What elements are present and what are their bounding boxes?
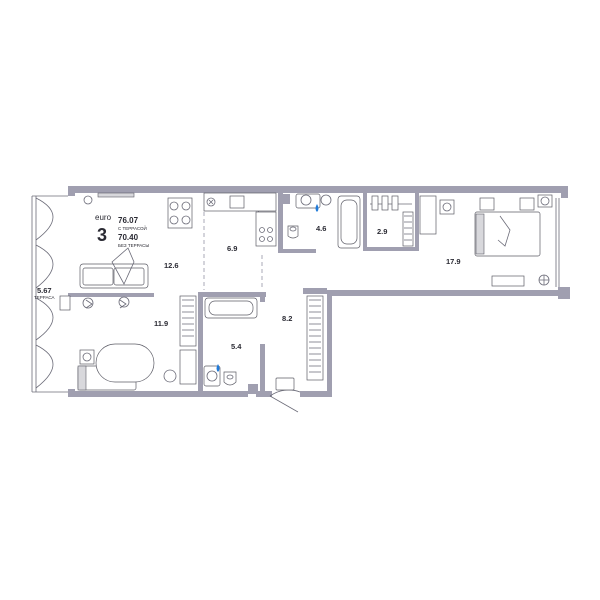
bathroom-bottom-furniture [203,297,258,387]
hallway-furniture [275,295,324,391]
bedroom-furniture [59,295,197,391]
water-drop-icon [315,204,319,212]
room-area-wardrobe: 2.9 [377,227,387,236]
walls [68,186,570,397]
area-with-terrace: 76.07 [118,216,139,225]
with-terrace-label: С ТЕРРАСОЙ [118,224,147,231]
room-area-living: 12.6 [164,261,179,270]
kitchen-furniture [203,192,277,247]
room-area-bathroom-top: 4.6 [316,224,326,233]
terrace-outline [31,195,68,393]
apartment-type-label: euro [95,213,112,222]
terrace-area: 5.67 [37,286,52,295]
room-area-master-bedroom: 17.9 [446,257,461,266]
entrance-door [269,389,301,413]
apartment-info: euro 3 76.07 С ТЕРРАСОЙ 70.40 БЕЗ ТЕРРАС… [95,213,149,248]
room-area-bedroom: 11.9 [154,319,168,328]
room-count: 3 [97,225,107,245]
terrace-label: ТЕРРАСА [34,295,55,300]
room-area-hallway: 8.2 [282,314,292,323]
without-terrace-label: БЕЗ ТЕРРАСЫ [118,243,149,248]
master-bedroom-furniture [419,194,560,287]
room-area-bathroom-bottom: 5.4 [231,342,242,351]
wardrobe-furniture [370,195,414,247]
area-without-terrace: 70.40 [118,233,139,242]
living-room-furniture [79,192,260,309]
water-drop-icon [216,364,220,372]
bathroom-top-furniture [287,193,361,249]
room-area-kitchen: 6.9 [227,244,237,253]
